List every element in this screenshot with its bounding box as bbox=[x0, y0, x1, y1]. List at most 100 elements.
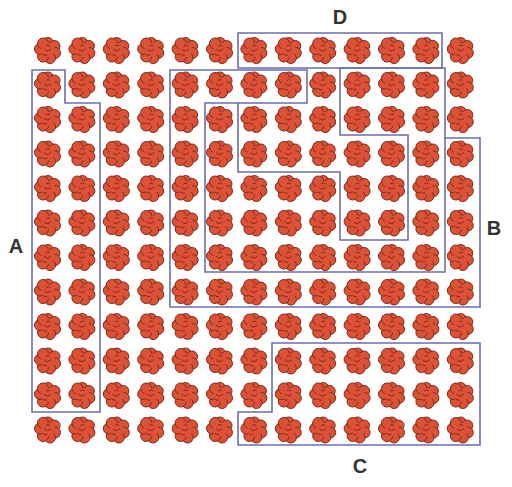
rose-flower bbox=[172, 72, 198, 98]
rose-flower bbox=[103, 141, 129, 167]
rose-flower bbox=[207, 314, 233, 340]
rose-flower bbox=[310, 210, 336, 236]
rose-flower bbox=[172, 245, 198, 271]
rose-flower bbox=[172, 279, 198, 305]
rose-flower bbox=[138, 176, 164, 202]
rose-flower bbox=[69, 383, 95, 409]
rose-flower bbox=[103, 38, 129, 64]
rose-flower bbox=[69, 107, 95, 133]
rose-flower bbox=[172, 107, 198, 133]
rose-flower bbox=[275, 417, 301, 443]
rose-flower bbox=[207, 210, 233, 236]
rose-flower bbox=[138, 348, 164, 374]
rose-flower bbox=[241, 176, 267, 202]
rose-flower bbox=[172, 176, 198, 202]
rose-flower bbox=[344, 72, 370, 98]
rose-flower bbox=[447, 107, 473, 133]
rose-flower bbox=[172, 38, 198, 64]
rose-flower bbox=[344, 210, 370, 236]
rose-flower bbox=[275, 141, 301, 167]
rose-flower bbox=[35, 141, 61, 167]
rose-flower bbox=[103, 245, 129, 271]
rose-flower bbox=[447, 314, 473, 340]
rose-flower bbox=[413, 245, 439, 271]
rose-flower bbox=[241, 348, 267, 374]
rose-flower bbox=[69, 245, 95, 271]
region-outline bbox=[238, 33, 442, 68]
rose-flower bbox=[69, 210, 95, 236]
rose-flower bbox=[241, 107, 267, 133]
rose-flower bbox=[138, 141, 164, 167]
rose-flower bbox=[103, 210, 129, 236]
rose-flower bbox=[103, 383, 129, 409]
rose-flower bbox=[35, 72, 61, 98]
rose-flower bbox=[138, 210, 164, 236]
rose-flower bbox=[138, 383, 164, 409]
rose-flower bbox=[103, 176, 129, 202]
rose-flower bbox=[275, 72, 301, 98]
rose-flower bbox=[138, 245, 164, 271]
rose-flower bbox=[447, 279, 473, 305]
rose-flower bbox=[69, 141, 95, 167]
region-outline bbox=[170, 70, 480, 307]
rose-flower bbox=[379, 141, 405, 167]
rose-flower bbox=[69, 417, 95, 443]
rose-flower bbox=[241, 210, 267, 236]
rose-flower bbox=[103, 417, 129, 443]
rose-flower bbox=[172, 314, 198, 340]
rose-flower bbox=[379, 210, 405, 236]
rose-flower bbox=[447, 176, 473, 202]
rose-flower bbox=[207, 279, 233, 305]
rose-flower bbox=[379, 176, 405, 202]
rose-flower bbox=[207, 348, 233, 374]
rose-flower bbox=[275, 176, 301, 202]
rose-flower bbox=[344, 314, 370, 340]
rose-flower bbox=[35, 176, 61, 202]
region-outline bbox=[238, 68, 445, 240]
rose-flower bbox=[241, 279, 267, 305]
rose-flower bbox=[379, 38, 405, 64]
rose-flower bbox=[35, 314, 61, 340]
rose-flower bbox=[344, 38, 370, 64]
rose-flower bbox=[413, 348, 439, 374]
rose-flower bbox=[35, 383, 61, 409]
rose-flower bbox=[103, 348, 129, 374]
rose-flower bbox=[379, 245, 405, 271]
rose-flower bbox=[413, 176, 439, 202]
rose-flower bbox=[69, 38, 95, 64]
rose-flower bbox=[344, 417, 370, 443]
region-letter: B bbox=[487, 218, 501, 238]
rose-flower bbox=[447, 141, 473, 167]
rose-flower bbox=[35, 210, 61, 236]
rose-flower bbox=[413, 417, 439, 443]
rose-flower bbox=[344, 107, 370, 133]
rose-flower bbox=[35, 417, 61, 443]
rose-flower bbox=[310, 72, 336, 98]
rose-flower bbox=[275, 279, 301, 305]
rose-flower bbox=[35, 107, 61, 133]
rose-flower bbox=[172, 383, 198, 409]
rose-flower bbox=[275, 38, 301, 64]
rose-flower bbox=[310, 279, 336, 305]
rose-flower bbox=[310, 383, 336, 409]
rose-flower bbox=[447, 348, 473, 374]
rose-flower bbox=[275, 210, 301, 236]
rose-flower bbox=[172, 417, 198, 443]
rose-flower bbox=[241, 314, 267, 340]
rose-flower bbox=[310, 417, 336, 443]
rose-flower bbox=[413, 383, 439, 409]
rose-flower bbox=[207, 383, 233, 409]
rose-flower bbox=[379, 417, 405, 443]
rose-flower bbox=[379, 107, 405, 133]
rose-flower bbox=[138, 72, 164, 98]
rose-flower bbox=[310, 141, 336, 167]
rose-flower bbox=[103, 72, 129, 98]
rose-flower bbox=[310, 107, 336, 133]
rose-flower bbox=[310, 38, 336, 64]
rose-flower bbox=[275, 314, 301, 340]
rose-flower bbox=[35, 38, 61, 64]
rose-flower bbox=[310, 314, 336, 340]
region-letter: D bbox=[333, 7, 347, 27]
rose-flower bbox=[241, 38, 267, 64]
rose-flower bbox=[35, 348, 61, 374]
